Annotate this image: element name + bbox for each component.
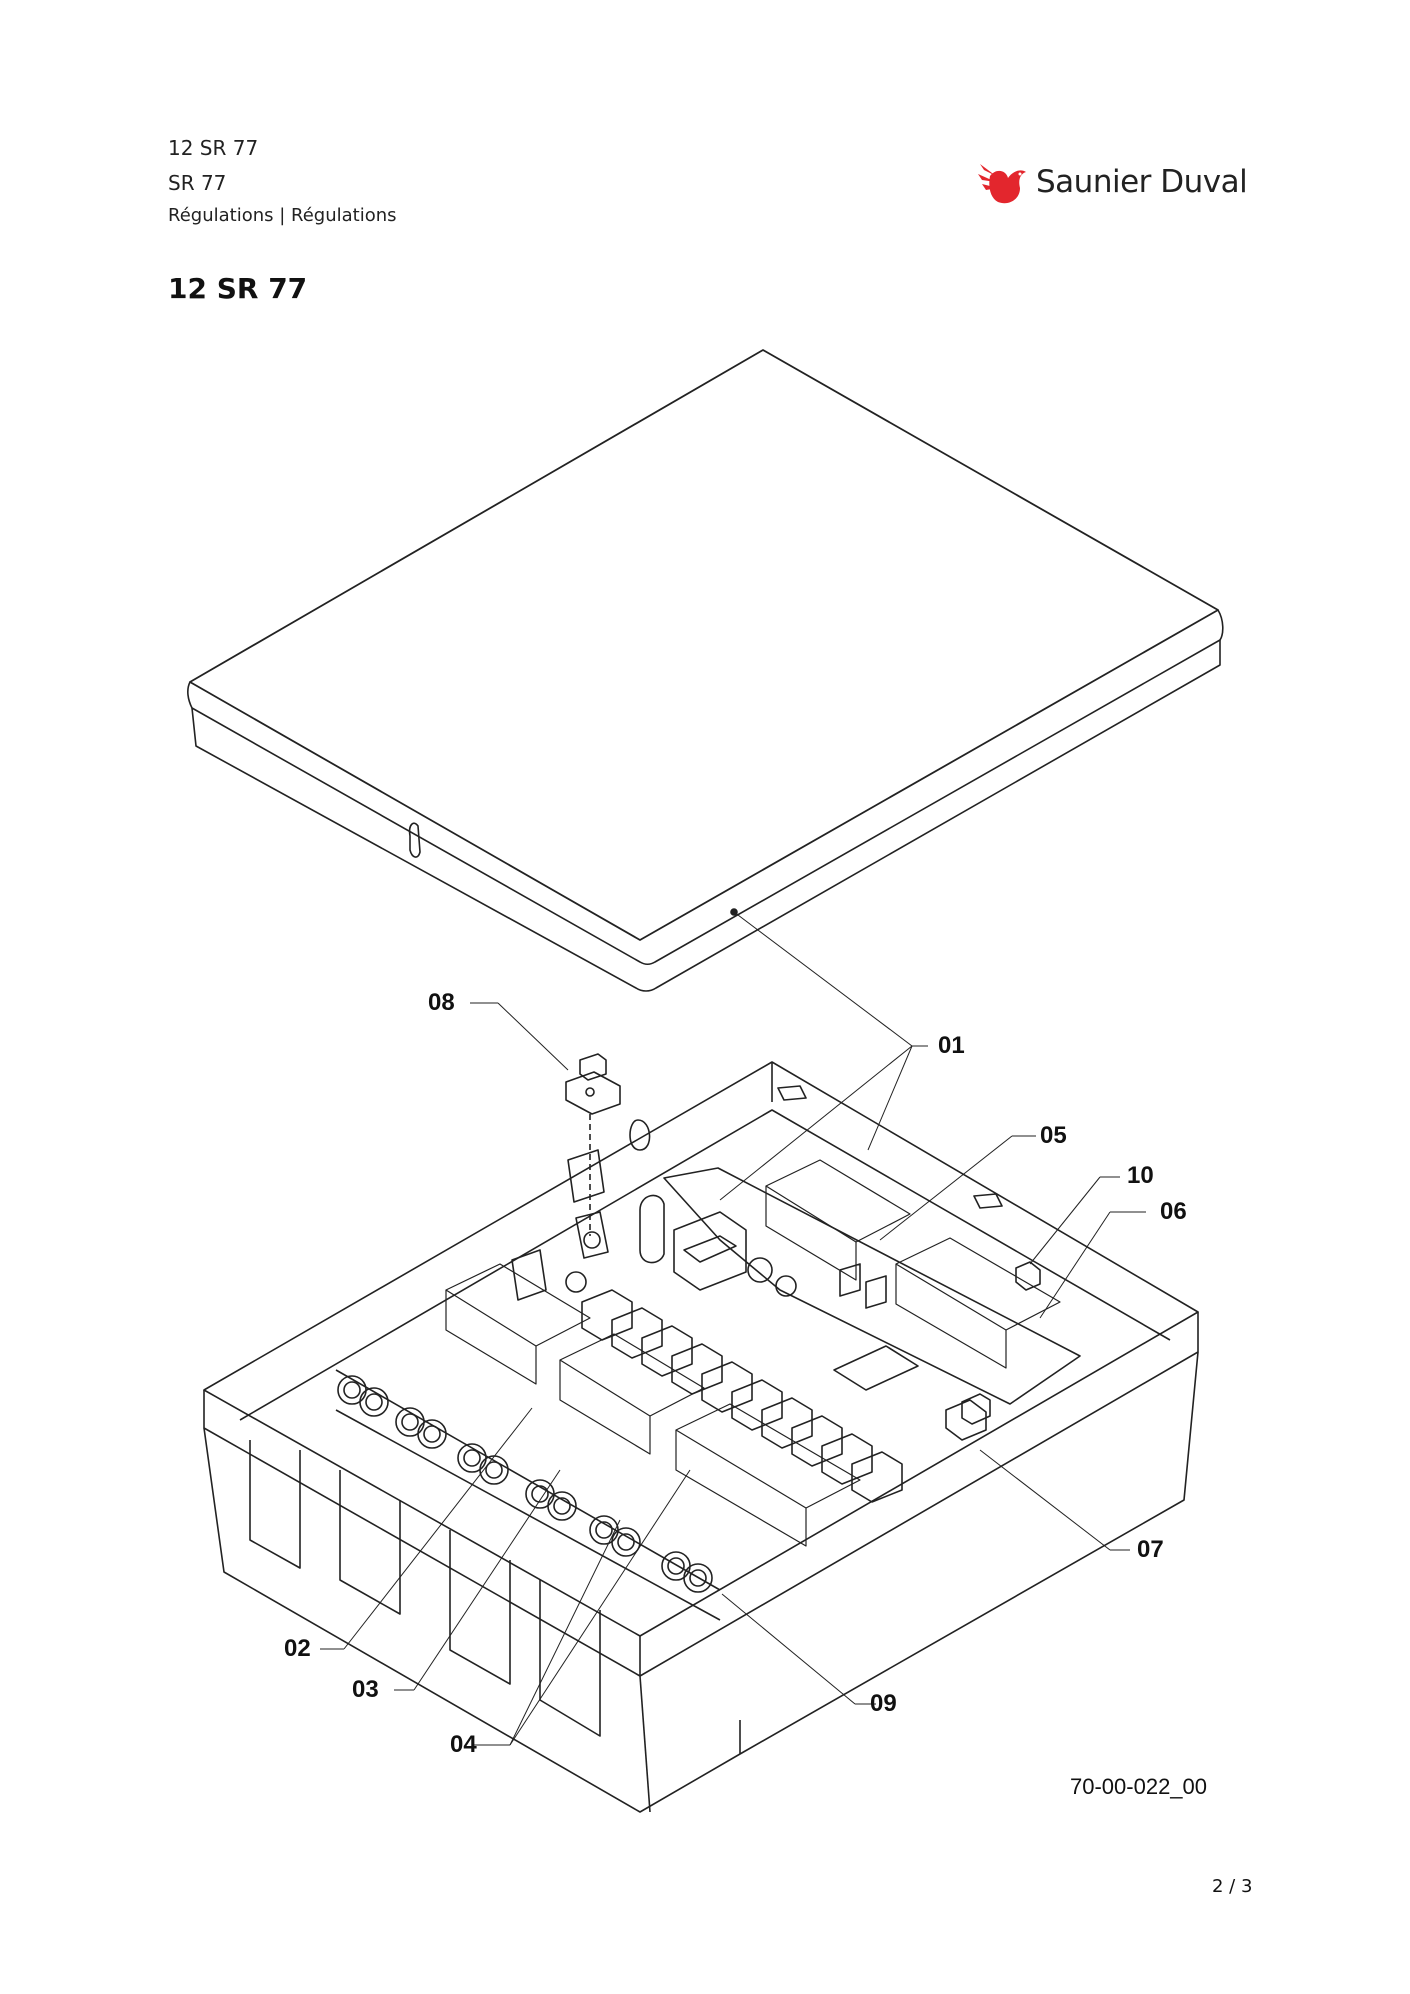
callout-09: 09 xyxy=(870,1690,897,1717)
cable-glands xyxy=(335,1369,721,1621)
header-product-name: SR 77 xyxy=(168,171,227,195)
page-number: 2 / 3 xyxy=(1212,1876,1253,1897)
callout-06: 06 xyxy=(1160,1198,1187,1225)
callout-03: 03 xyxy=(352,1676,379,1703)
housing-base xyxy=(203,1061,1199,1813)
callout-01: 01 xyxy=(938,1032,965,1059)
callout-08: 08 xyxy=(428,989,455,1016)
brand-logo: Saunier Duval xyxy=(976,158,1250,208)
terminal-strips xyxy=(445,1159,1061,1547)
lid-cover xyxy=(187,349,1224,992)
callout-04: 04 xyxy=(450,1731,477,1758)
brand-name: Saunier Duval xyxy=(1036,164,1248,200)
document-reference: 70-00-022_00 xyxy=(1070,1774,1208,1799)
switch-part xyxy=(565,1053,621,1236)
callout-leaders xyxy=(320,911,1146,1746)
small-components xyxy=(945,1261,1041,1441)
callout-05: 05 xyxy=(1040,1122,1067,1149)
callout-07: 07 xyxy=(1137,1536,1164,1563)
callout-10: 10 xyxy=(1127,1162,1154,1189)
circuit-board xyxy=(511,1119,1081,1503)
header-category: Régulations | Régulations xyxy=(168,205,397,226)
callout-02: 02 xyxy=(284,1635,311,1662)
header-product-code: 12 SR 77 xyxy=(168,136,259,160)
page-title: 12 SR 77 xyxy=(168,272,308,305)
bird-logo-icon xyxy=(978,164,1026,204)
